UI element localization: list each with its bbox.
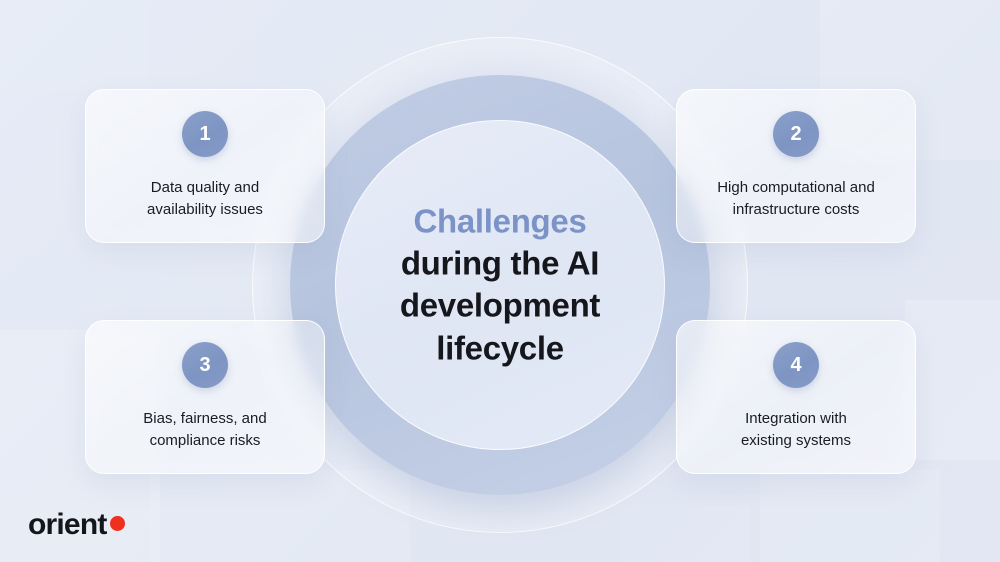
challenge-card-2[interactable]: 2 High computational and infrastructure … bbox=[676, 89, 916, 243]
card-number-badge-1: 1 bbox=[182, 111, 228, 157]
center-title: Challenges during the AI development lif… bbox=[345, 201, 655, 370]
card-number-badge-3: 3 bbox=[182, 342, 228, 388]
challenge-card-4[interactable]: 4 Integration with existing systems bbox=[676, 320, 916, 474]
challenge-card-3[interactable]: 3 Bias, fairness, and compliance risks bbox=[85, 320, 325, 474]
card-number-badge-4: 4 bbox=[773, 342, 819, 388]
center-title-accent: Challenges bbox=[413, 202, 587, 240]
orient-logo: orient bbox=[28, 510, 125, 540]
orient-logo-dot-icon bbox=[109, 516, 125, 531]
center-title-main: during the AI development lifecycle bbox=[399, 244, 601, 367]
background-block bbox=[760, 470, 940, 562]
background-block bbox=[905, 300, 1000, 460]
background-block bbox=[0, 0, 150, 90]
background-block bbox=[620, 505, 750, 562]
card-text-1: Data quality and availability issues bbox=[147, 179, 263, 219]
orient-logo-wordmark: orient bbox=[28, 508, 107, 541]
inner-circle bbox=[335, 120, 665, 450]
card-text-2: High computational and infrastructure co… bbox=[717, 179, 875, 219]
card-text-4: Integration with existing systems bbox=[740, 410, 852, 450]
card-text-3: Bias, fairness, and compliance risks bbox=[143, 410, 267, 450]
card-number-badge-2: 2 bbox=[773, 111, 819, 157]
challenge-card-1[interactable]: 1 Data quality and availability issues bbox=[85, 89, 325, 243]
